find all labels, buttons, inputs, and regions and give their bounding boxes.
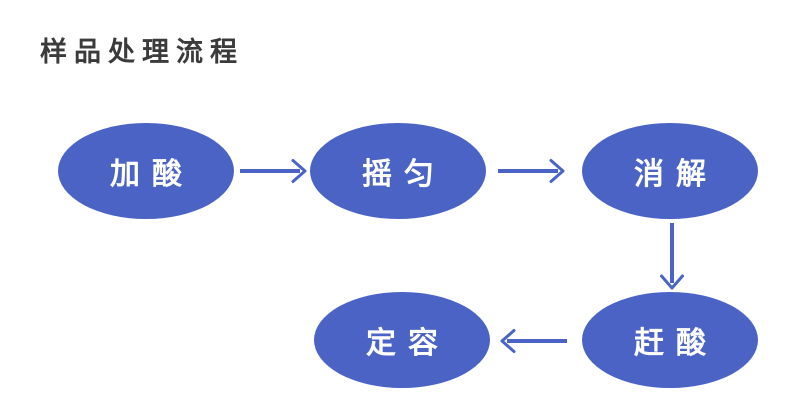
node-digest-label: 消解 (634, 157, 718, 192)
node-shake-well: 摇匀 (310, 123, 486, 219)
node-add-acid-label: 加酸 (110, 157, 194, 192)
node-drive-off-acid-label: 赶酸 (634, 326, 718, 361)
node-digest: 消解 (582, 123, 758, 219)
node-fix-volume: 定容 (314, 292, 490, 388)
arrow-right-add-acid-to-shake-well-icon (240, 159, 307, 183)
node-drive-off-acid: 赶酸 (582, 292, 758, 388)
node-shake-well-label: 摇匀 (362, 157, 446, 192)
arrow-right-shake-well-to-digest-icon (498, 159, 565, 183)
node-fix-volume-label: 定容 (366, 326, 450, 361)
arrow-left-drive-off-acid-to-fix-volume-icon (500, 329, 567, 353)
arrow-down-digest-to-drive-off-acid-icon (660, 223, 684, 290)
page-title: 样品处理流程 (40, 37, 244, 68)
node-add-acid: 加酸 (58, 123, 234, 219)
